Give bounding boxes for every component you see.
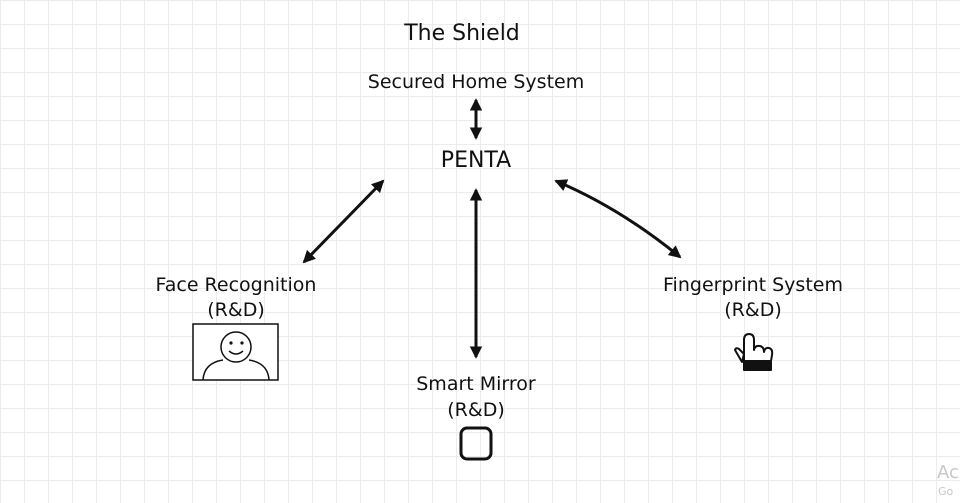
- arrow-penta-fingerprint: [554, 179, 682, 259]
- node-secured-home-system: Secured Home System: [367, 71, 585, 93]
- node-face-recognition: Face Recognition: [155, 274, 317, 296]
- diagram-title: The Shield: [404, 21, 520, 46]
- watermark-line-2: Go: [938, 485, 954, 498]
- node-fingerprint-system: Fingerprint System: [663, 274, 843, 296]
- watermark-line-1: Ac: [937, 462, 959, 483]
- node-penta: PENTA: [440, 148, 512, 173]
- smiley-face-icon: [192, 323, 279, 381]
- node-smart-mirror-tag: (R&D): [447, 399, 505, 421]
- node-fingerprint-system-tag: (R&D): [724, 299, 782, 321]
- square-mirror-icon: [459, 426, 493, 461]
- arrow-penta-face: [302, 179, 385, 264]
- node-smart-mirror: Smart Mirror: [416, 373, 536, 395]
- pointing-hand-icon: [734, 333, 774, 371]
- node-face-recognition-tag: (R&D): [207, 299, 265, 321]
